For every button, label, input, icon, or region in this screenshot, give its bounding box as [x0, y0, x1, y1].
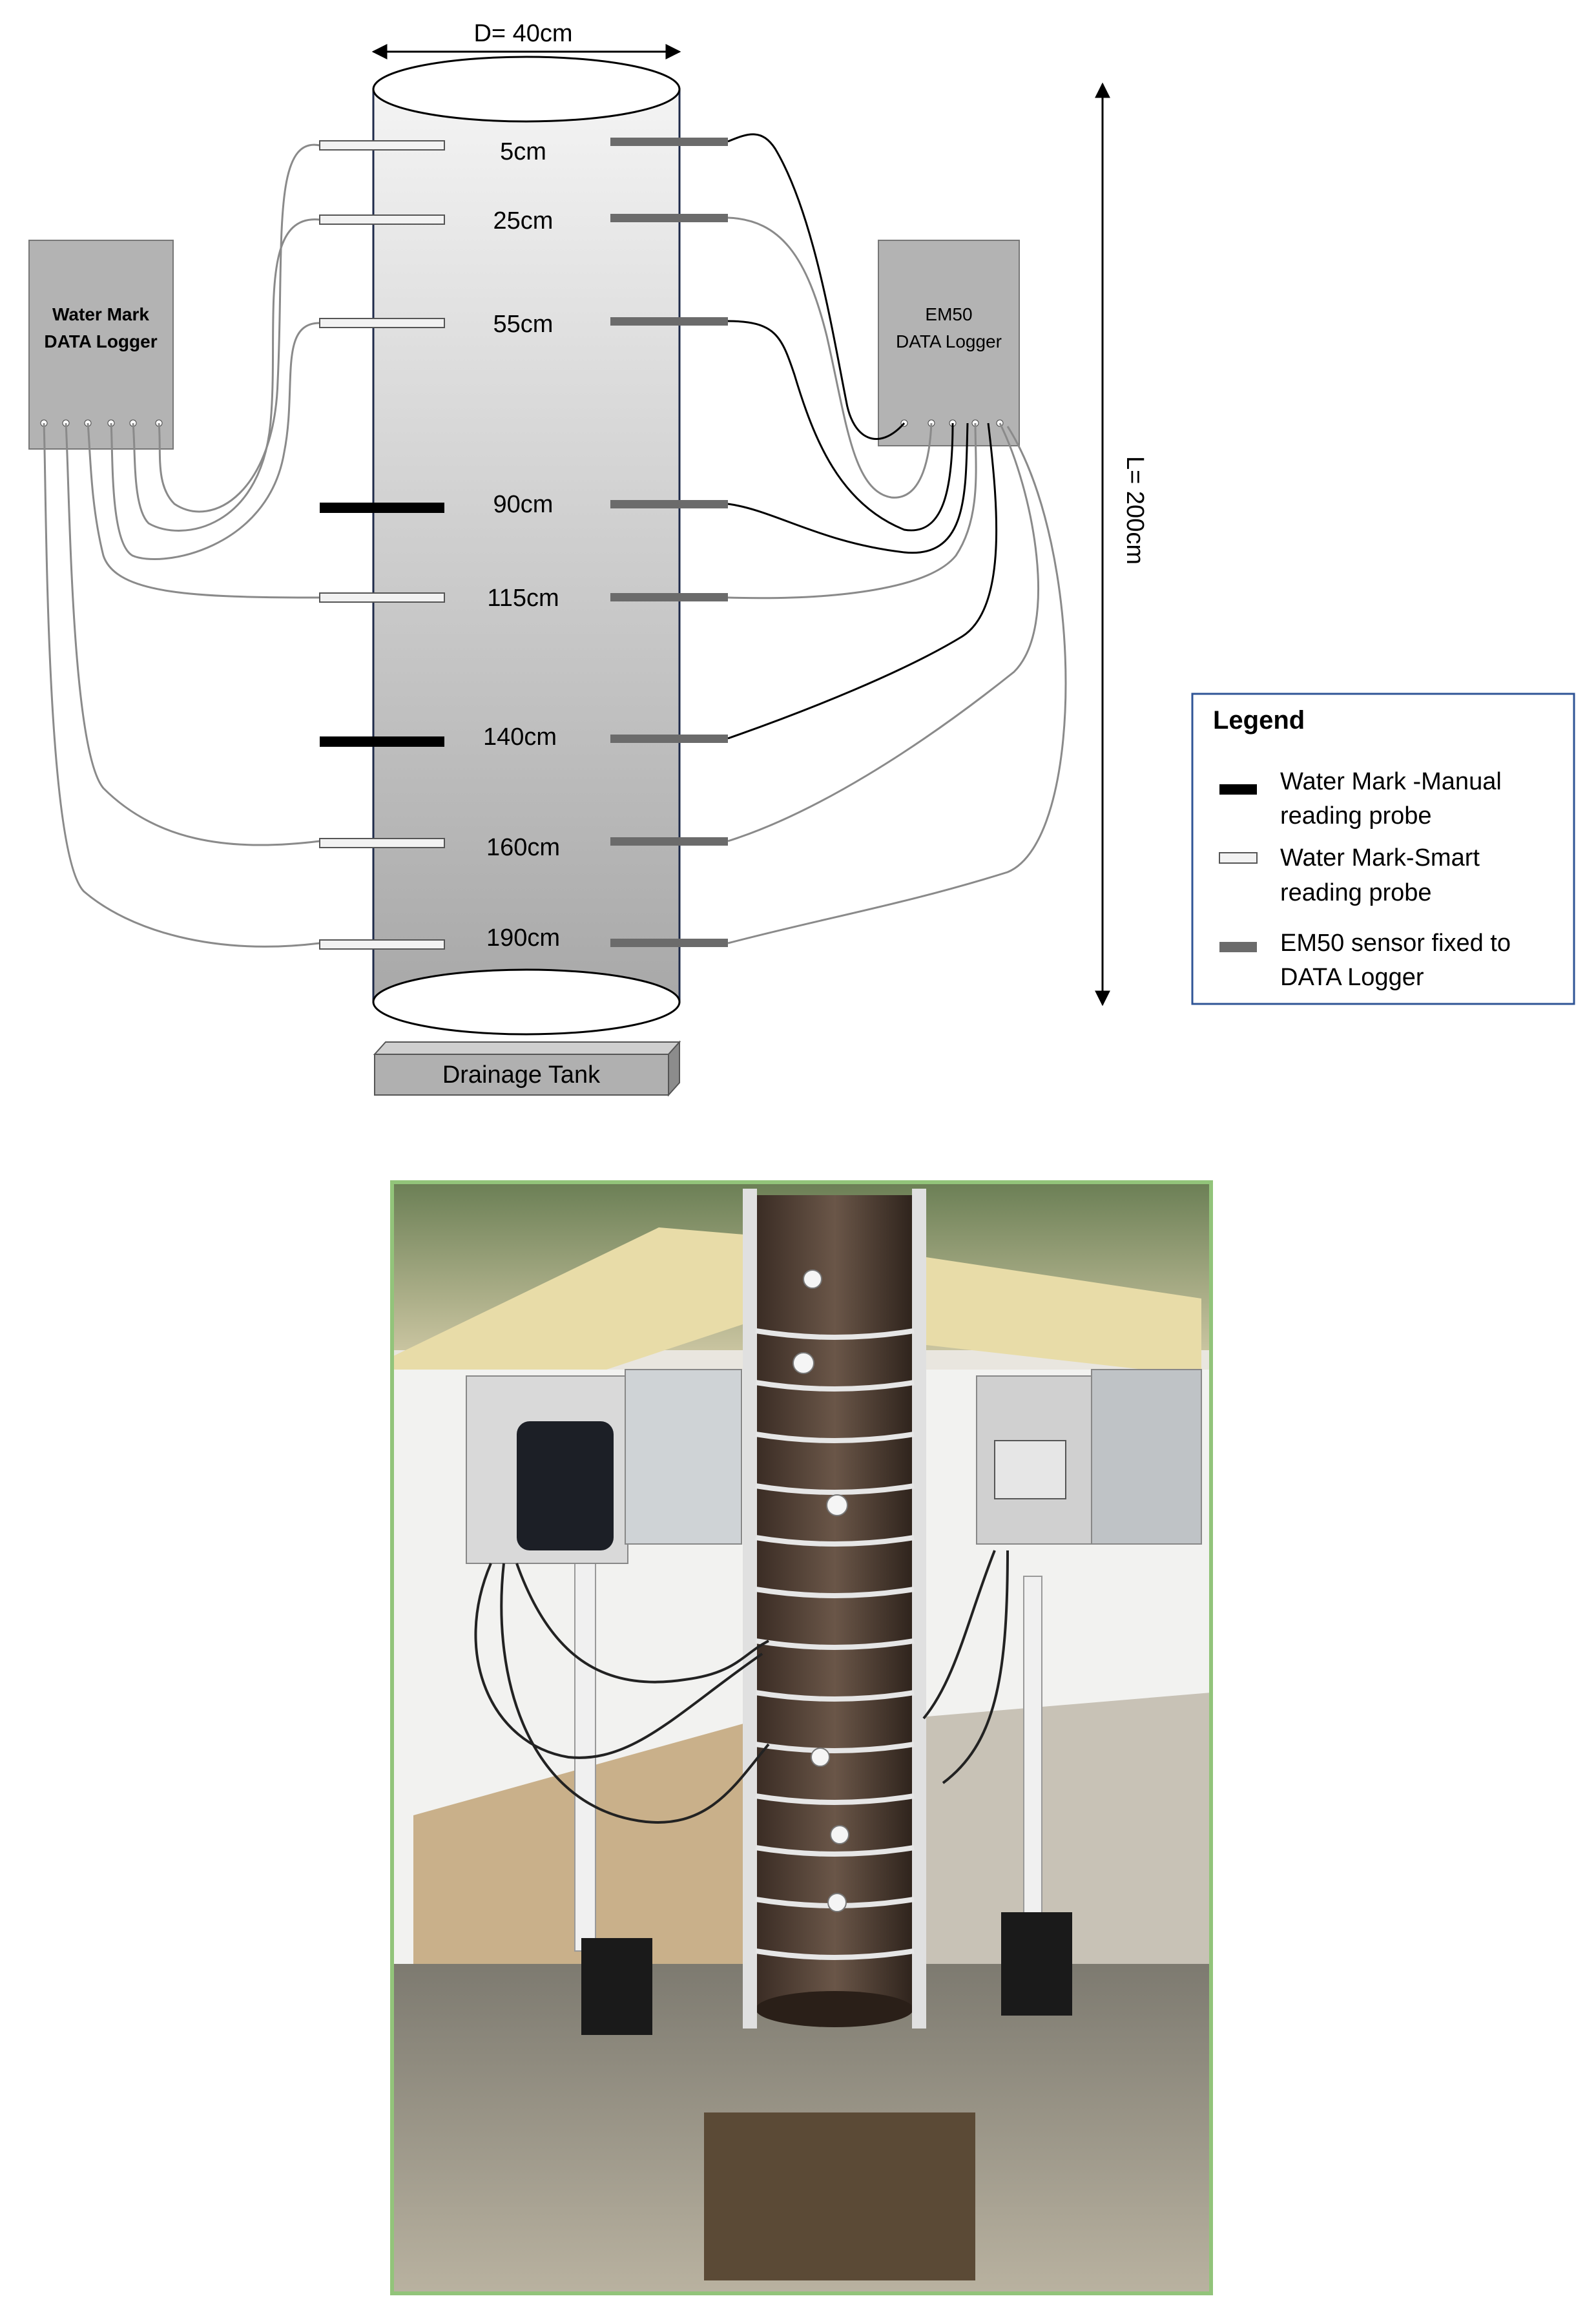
- em50-probe: [610, 138, 728, 146]
- column-top-ellipse: [372, 56, 681, 123]
- water-mark-smart-probe: [319, 838, 445, 848]
- legend-item-line2: DATA Logger: [1280, 964, 1424, 991]
- column-bottom-ellipse: [372, 968, 681, 1036]
- em50-probe: [610, 735, 728, 743]
- depth-row: 90cm: [320, 491, 728, 518]
- right-logger-line2: DATA Logger: [896, 331, 1002, 351]
- photo-frame: [390, 1180, 1213, 2295]
- left-logger-line1: Water Mark: [52, 304, 149, 324]
- water-mark-wires: [43, 143, 320, 948]
- drainage-tank-label: Drainage Tank: [442, 1061, 601, 1089]
- depth-label: 90cm: [493, 491, 554, 518]
- water-mark-manual-probe: [320, 503, 444, 513]
- water-mark-data-logger: Water Mark DATA Logger: [28, 240, 174, 450]
- depth-row: 190cm: [319, 924, 728, 952]
- em50-data-logger: EM50 DATA Logger: [878, 240, 1020, 446]
- water-mark-smart-probe: [319, 592, 445, 603]
- em50-wires: [727, 133, 1067, 944]
- em50-probe: [610, 500, 728, 508]
- depth-label: 160cm: [486, 834, 560, 861]
- legend: Legend Water Mark -Manual reading probe …: [1191, 693, 1575, 1005]
- water-mark-smart-probe: [319, 939, 445, 950]
- depth-rows: 5cm 25cm 55cm 90cm 115cm 140cm: [319, 138, 728, 952]
- legend-title: Legend: [1213, 706, 1305, 735]
- depth-row: 140cm: [320, 724, 728, 751]
- em50-probe: [610, 939, 728, 947]
- diameter-label: D= 40cm: [473, 20, 572, 47]
- water-mark-smart-probe: [319, 214, 445, 225]
- legend-item-line1: EM50 sensor fixed to: [1280, 930, 1511, 957]
- depth-label: 25cm: [493, 207, 554, 235]
- legend-item-line2: reading probe: [1280, 802, 1432, 829]
- em50-probe: [610, 837, 728, 846]
- em50-probe: [610, 593, 728, 601]
- left-logger-line2: DATA Logger: [44, 331, 157, 351]
- depth-label: 140cm: [483, 724, 557, 751]
- soil-column: [372, 56, 681, 1036]
- legend-em50-swatch: [1219, 942, 1257, 952]
- depth-label: 5cm: [500, 138, 546, 165]
- length-label: L= 200cm: [1121, 456, 1148, 565]
- depth-row: 25cm: [319, 207, 728, 235]
- legend-item-line1: Water Mark -Manual: [1280, 768, 1502, 795]
- depth-label: 190cm: [486, 924, 560, 952]
- em50-probe: [610, 317, 728, 326]
- legend-item-line1: Water Mark-Smart: [1280, 844, 1480, 871]
- drainage-tank: Drainage Tank: [373, 1040, 681, 1097]
- em50-probe: [610, 214, 728, 222]
- depth-label: 115cm: [487, 585, 559, 612]
- right-logger-line1: EM50: [925, 304, 972, 324]
- water-mark-smart-probe: [319, 140, 445, 151]
- lysimeter-diagram: D= 40cm Drainage Tank Water Mark DATA Lo…: [28, 20, 1575, 1097]
- photo-content: [390, 1180, 1213, 2295]
- depth-row: 115cm: [319, 585, 728, 612]
- depth-row: 5cm: [319, 138, 728, 165]
- legend-manual-swatch: [1219, 784, 1257, 795]
- legend-smart-swatch: [1219, 852, 1258, 864]
- depth-label: 55cm: [493, 311, 554, 338]
- legend-item-line2: reading probe: [1280, 879, 1432, 906]
- depth-row: 55cm: [319, 311, 728, 338]
- depth-row: 160cm: [319, 834, 728, 861]
- water-mark-manual-probe: [320, 736, 444, 747]
- water-mark-smart-probe: [319, 318, 445, 328]
